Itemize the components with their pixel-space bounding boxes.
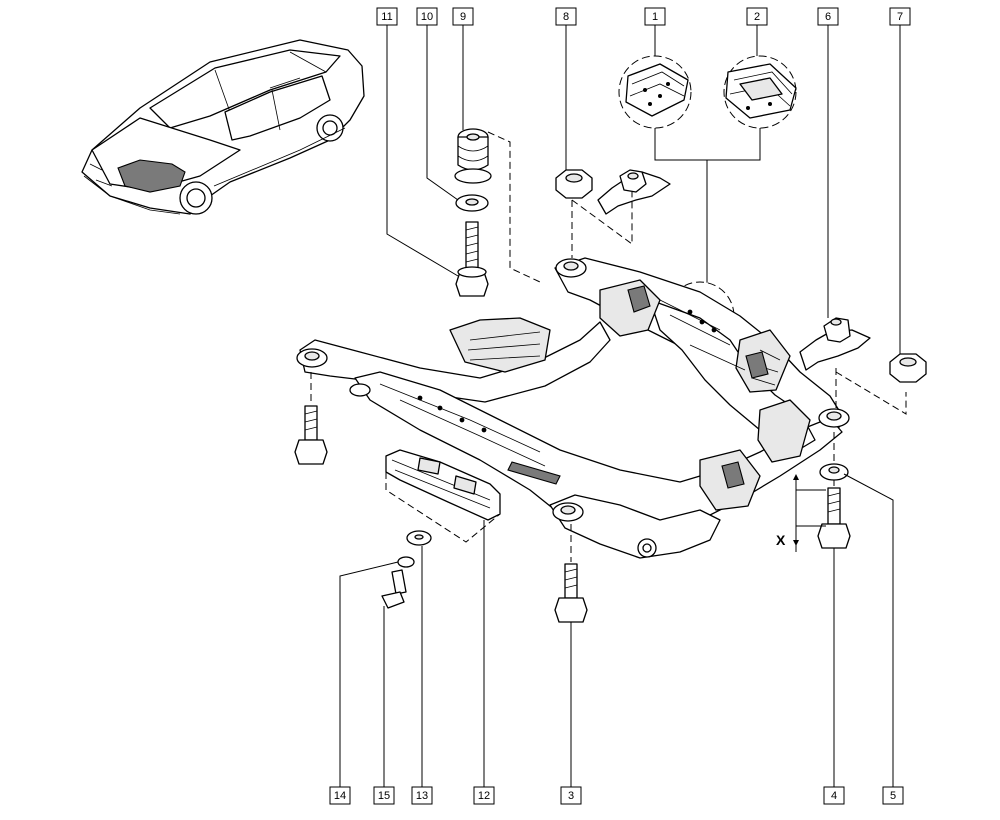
washer-10 [455, 194, 489, 212]
dimension-x-label: X [776, 532, 786, 548]
callout-15: 15 [373, 786, 395, 805]
callout-13: 13 [411, 786, 433, 805]
bolt-left-rear [294, 405, 328, 465]
rubber-bush-9 [454, 128, 492, 184]
detail-view-2 [723, 55, 797, 129]
nut-8 [555, 169, 593, 199]
bolt-3 [554, 563, 588, 623]
callout-3: 3 [560, 786, 582, 805]
callout-6: 6 [817, 7, 839, 26]
svg-text:6: 6 [825, 11, 831, 23]
svg-text:4: 4 [831, 790, 837, 802]
svg-text:15: 15 [378, 790, 390, 802]
bolt-15 [381, 569, 407, 609]
bracket-6 [799, 317, 871, 371]
callout-12: 12 [473, 786, 495, 805]
svg-text:9: 9 [460, 11, 466, 23]
protection-plate-12 [385, 449, 501, 521]
svg-text:7: 7 [897, 11, 903, 23]
bolt-11 [455, 221, 489, 297]
bracket-upper [597, 169, 671, 215]
svg-text:12: 12 [478, 790, 490, 802]
callout-2: 2 [746, 7, 768, 26]
callout-9: 9 [452, 7, 474, 26]
svg-text:1: 1 [652, 11, 658, 23]
detail-view-1 [618, 55, 692, 129]
svg-text:5: 5 [890, 790, 896, 802]
callout-11: 11 [376, 7, 398, 26]
callout-14: 14 [329, 786, 351, 805]
svg-text:2: 2 [754, 11, 760, 23]
nut-7 [889, 353, 927, 383]
bolt-4 [817, 487, 851, 549]
washer-13 [406, 530, 432, 546]
svg-text:13: 13 [416, 790, 428, 802]
svg-text:8: 8 [563, 11, 569, 23]
svg-text:11: 11 [381, 11, 392, 23]
callout-8: 8 [555, 7, 577, 26]
front-subframe [296, 257, 850, 559]
svg-text:14: 14 [334, 790, 346, 802]
callout-4: 4 [823, 786, 845, 805]
callout-7: 7 [889, 7, 911, 26]
callout-10: 10 [416, 7, 438, 26]
dimension-x: X [776, 474, 826, 552]
callout-1: 1 [644, 7, 666, 26]
svg-text:10: 10 [421, 11, 433, 23]
washer-5 [819, 463, 849, 481]
vehicle-location-thumbnail [81, 39, 365, 215]
svg-text:3: 3 [568, 790, 574, 802]
clip-14 [397, 556, 415, 568]
callout-5: 5 [882, 786, 904, 805]
